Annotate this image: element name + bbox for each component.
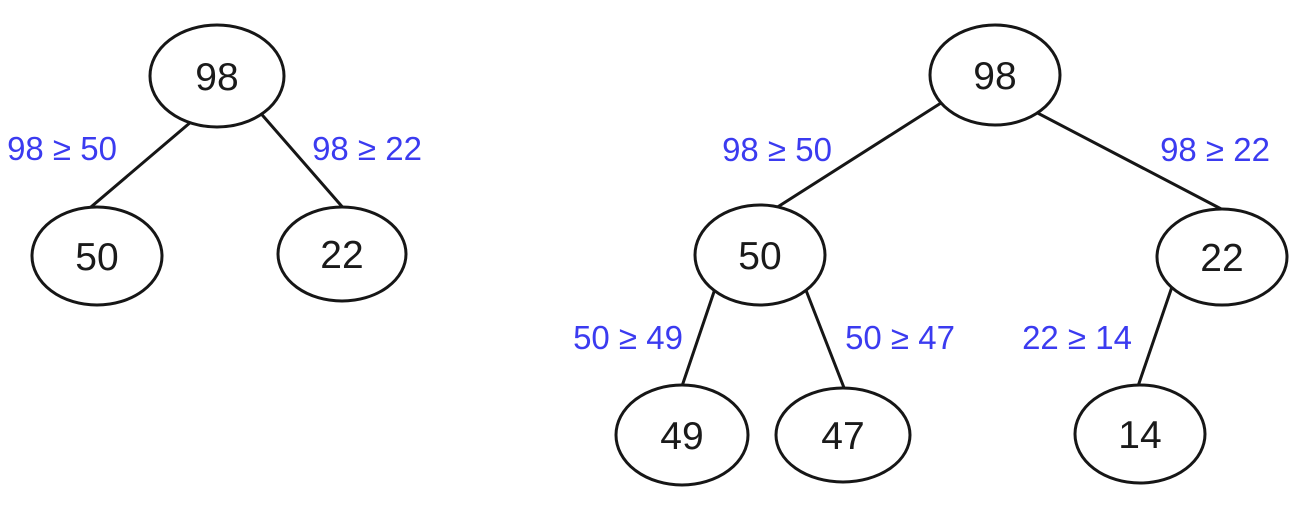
node-value: 22 [320, 234, 363, 277]
node-value: 98 [195, 56, 238, 99]
right-tree-node-left-left-child: 49 [614, 383, 750, 487]
right-tree-edge-labels: 98 ≥ 50 98 ≥ 22 50 ≥ 49 50 ≥ 47 22 ≥ 14 [573, 131, 1270, 356]
node-value: 49 [660, 415, 703, 458]
node-ellipse [30, 205, 164, 307]
left-tree-edges [76, 99, 354, 220]
edge-comparison-label: 98 ≥ 22 [312, 130, 422, 167]
node-ellipse [148, 23, 286, 129]
right-tree-node-left-right-child: 47 [774, 386, 912, 484]
right-tree-node-right-left-child: 14 [1073, 383, 1207, 485]
node-ellipse [276, 205, 408, 303]
right-tree-edge-root-to-50 [763, 94, 954, 217]
edge-comparison-label: 50 ≥ 49 [573, 319, 683, 356]
node-value: 14 [1118, 414, 1161, 457]
node-ellipse [693, 203, 827, 307]
node-value: 50 [738, 235, 781, 278]
right-tree-node-left-child: 50 [693, 203, 827, 307]
node-ellipse [614, 383, 750, 487]
edge-comparison-label: 98 ≥ 50 [7, 130, 117, 167]
left-tree-node-root: 98 [148, 23, 286, 129]
node-value: 47 [821, 415, 864, 458]
right-tree-edges [677, 94, 1229, 400]
node-ellipse [774, 386, 912, 484]
left-tree-edge-labels: 98 ≥ 50 98 ≥ 22 [7, 130, 422, 167]
node-ellipse [928, 23, 1062, 127]
node-value: 50 [75, 236, 118, 279]
edge-comparison-label: 22 ≥ 14 [1022, 319, 1132, 356]
node-ellipse [1073, 383, 1207, 485]
right-tree-edge-22-to-14 [1133, 276, 1177, 397]
right-tree-node-root: 98 [928, 23, 1062, 127]
node-value: 98 [973, 55, 1016, 98]
right-tree-node-right-child: 22 [1155, 207, 1289, 307]
edge-comparison-label: 50 ≥ 47 [845, 319, 955, 356]
left-tree: 98 50 22 98 ≥ 50 98 ≥ 22 [7, 23, 422, 307]
right-tree: 98 50 22 49 47 14 98 ≥ [573, 23, 1289, 487]
right-tree-edge-50-to-49 [677, 278, 720, 397]
left-tree-edge-root-to-22 [248, 99, 354, 220]
edge-comparison-label: 98 ≥ 22 [1160, 131, 1270, 168]
left-tree-edge-root-to-50 [76, 108, 207, 220]
node-ellipse [1155, 207, 1289, 307]
left-tree-node-left-child: 50 [30, 205, 164, 307]
edge-comparison-label: 98 ≥ 50 [722, 131, 832, 168]
right-tree-edge-root-to-22 [1026, 106, 1229, 214]
right-tree-edge-50-to-47 [800, 278, 850, 400]
left-tree-node-right-child: 22 [276, 205, 408, 303]
node-value: 22 [1200, 237, 1243, 280]
